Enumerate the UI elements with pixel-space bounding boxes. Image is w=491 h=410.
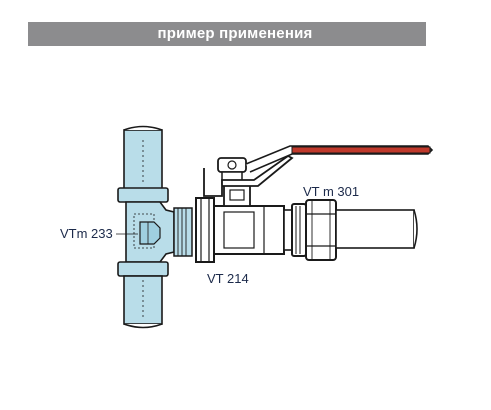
header-banner: пример применения	[28, 22, 426, 46]
valve-body	[213, 205, 285, 255]
header-title: пример применения	[157, 25, 313, 42]
valve-label: VT 214	[207, 271, 249, 286]
valve-hex-nut	[195, 197, 215, 263]
tee-body	[125, 201, 175, 263]
horizontal-pipe	[335, 209, 418, 249]
fitting-label: VT m 301	[303, 184, 360, 199]
valve-lever-handle[interactable]	[203, 145, 434, 197]
vertical-pipe-bottom	[123, 275, 163, 329]
tee-threaded-connector	[173, 207, 193, 257]
upper-crimp-ring	[117, 187, 169, 203]
tee-label: VTm 233	[60, 226, 113, 241]
compression-fitting	[283, 199, 337, 261]
lower-crimp-ring	[117, 261, 169, 277]
vertical-pipe-top	[123, 125, 163, 191]
